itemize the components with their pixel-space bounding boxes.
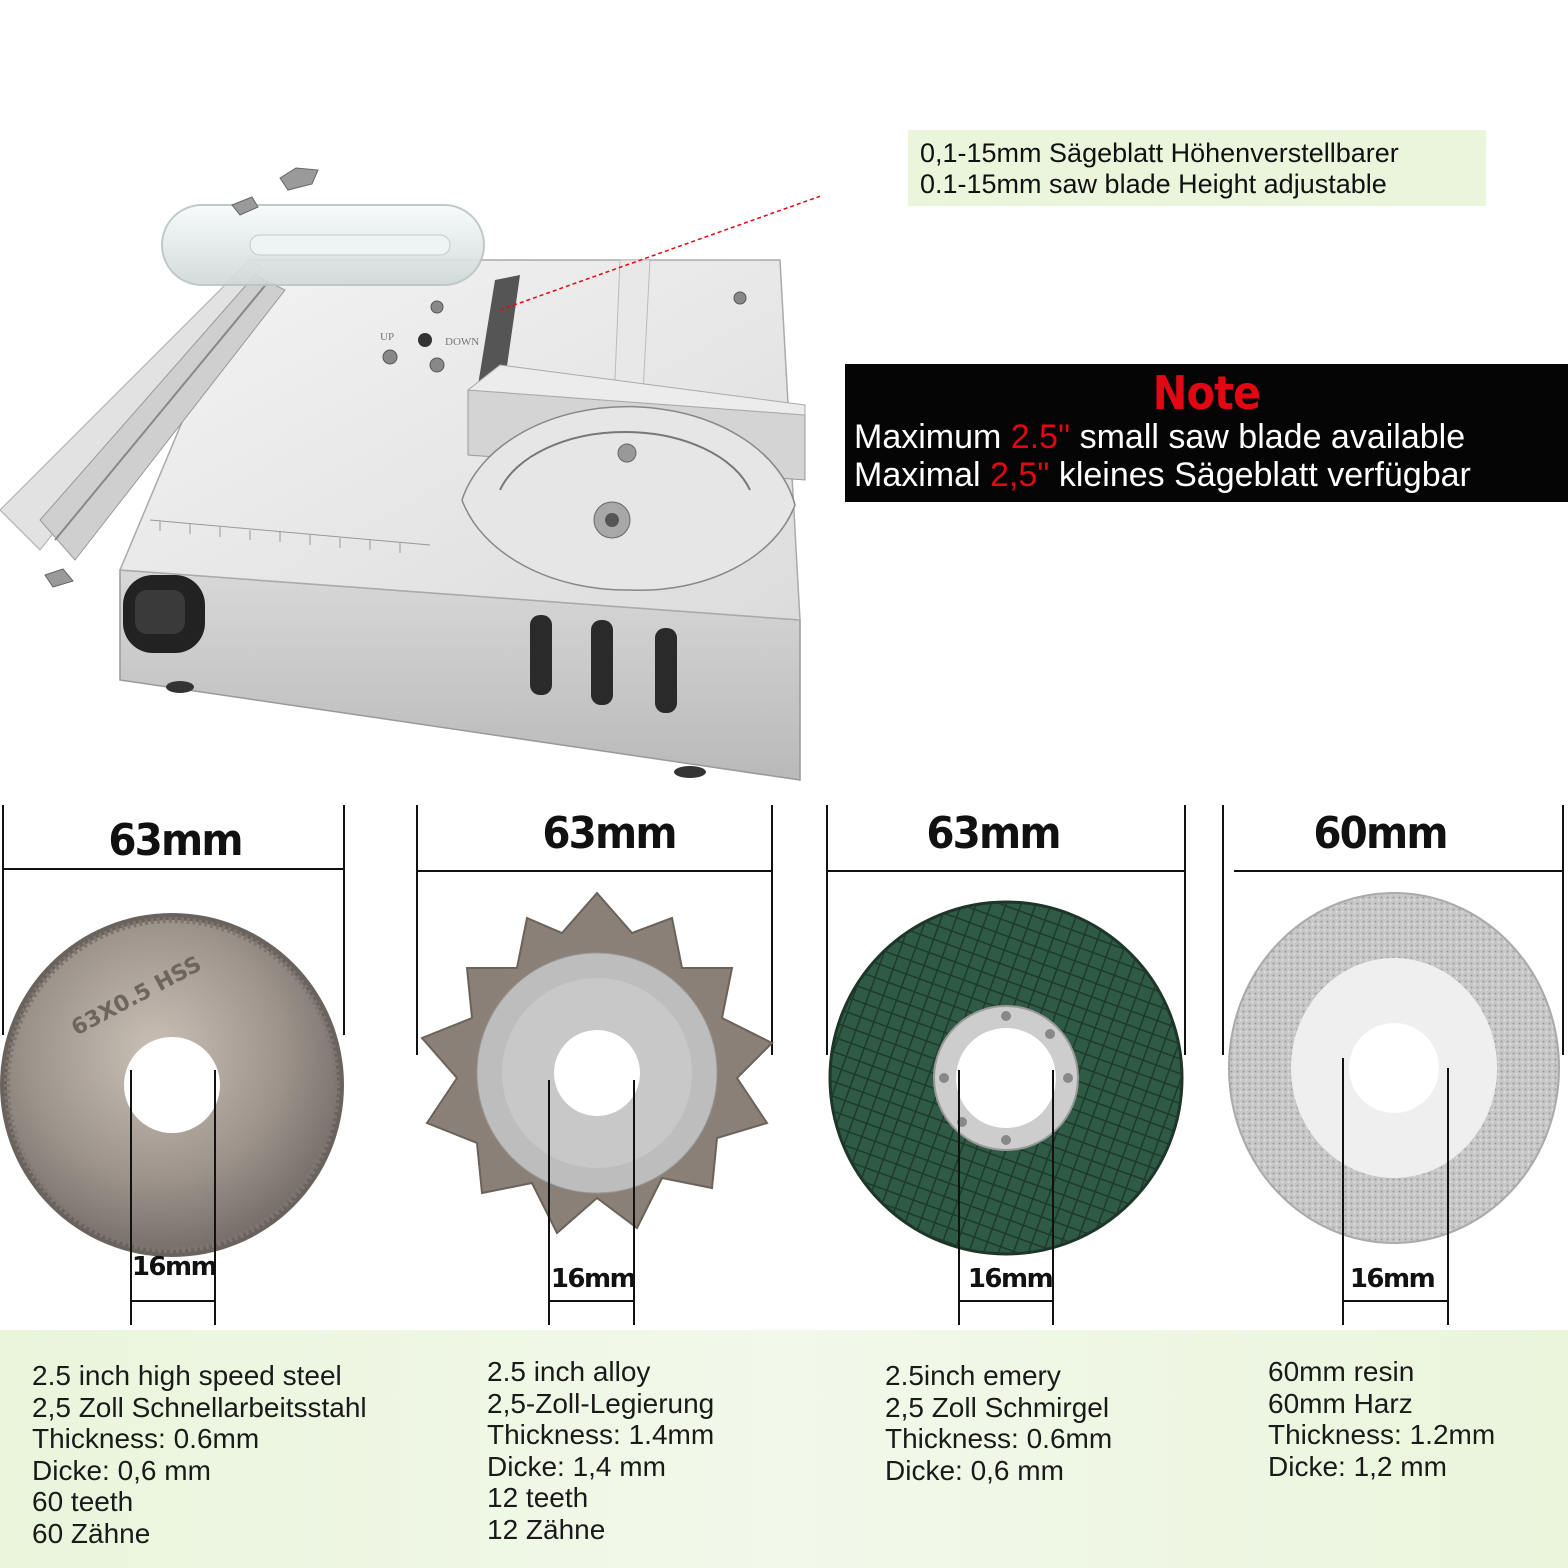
- hss-blade-image: 63X0.5 HSS: [0, 913, 344, 1257]
- note-line-en: Maximum 2.5" small saw blade available: [854, 418, 1466, 456]
- note-value-de: 2,5": [990, 456, 1050, 494]
- blade-3-specs: 2.5inch emery 2,5 Zoll Schmirgel Thickne…: [885, 1360, 1113, 1486]
- blade-2-diameter: 63mm: [542, 808, 677, 859]
- callout-pointer: [499, 195, 820, 311]
- note-title: Note: [1152, 366, 1261, 420]
- callout-line-en: 0.1-15mm saw blade Height adjustable: [920, 169, 1387, 199]
- spec-band: [0, 1330, 1568, 1568]
- blade-3-diameter: 63mm: [926, 808, 1061, 859]
- blade-4-diameter: 60mm: [1313, 808, 1448, 859]
- blade-4-specs: 60mm resin 60mm Harz Thickness: 1.2mm Di…: [1268, 1356, 1496, 1482]
- blade-2-specs: 2.5 inch alloy 2,5-Zoll-Legierung Thickn…: [487, 1356, 715, 1545]
- down-label: DOWN: [445, 336, 479, 348]
- emery-blade-image: [828, 900, 1184, 1256]
- alloy-blade-image: [420, 891, 774, 1235]
- resin-blade-image: [1228, 892, 1560, 1244]
- note-box: Note Maximum 2.5" small saw blade availa…: [845, 364, 1568, 502]
- note-line-de: Maximal 2,5" kleines Sägeblatt verfügbar: [854, 456, 1471, 494]
- note-value-en: 2.5": [1010, 418, 1071, 456]
- blade-3-hole: 16mm: [967, 1264, 1054, 1294]
- callout-line-de: 0,1-15mm Sägeblatt Höhenverstellbarer: [920, 138, 1399, 168]
- blade-2-hole: 16mm: [550, 1264, 637, 1294]
- table-saw-illustration: UP DOWN: [0, 167, 820, 781]
- blade-1-hole: 16mm: [131, 1252, 218, 1282]
- height-adjust-callout: 0,1-15mm Sägeblatt Höhenverstellbarer 0.…: [908, 130, 1486, 206]
- blade-4-hole: 16mm: [1349, 1264, 1436, 1294]
- up-label: UP: [380, 331, 394, 343]
- blade-1-diameter: 63mm: [108, 815, 243, 866]
- blade-1-specs: 2.5 inch high speed steel 2,5 Zoll Schne…: [32, 1360, 367, 1549]
